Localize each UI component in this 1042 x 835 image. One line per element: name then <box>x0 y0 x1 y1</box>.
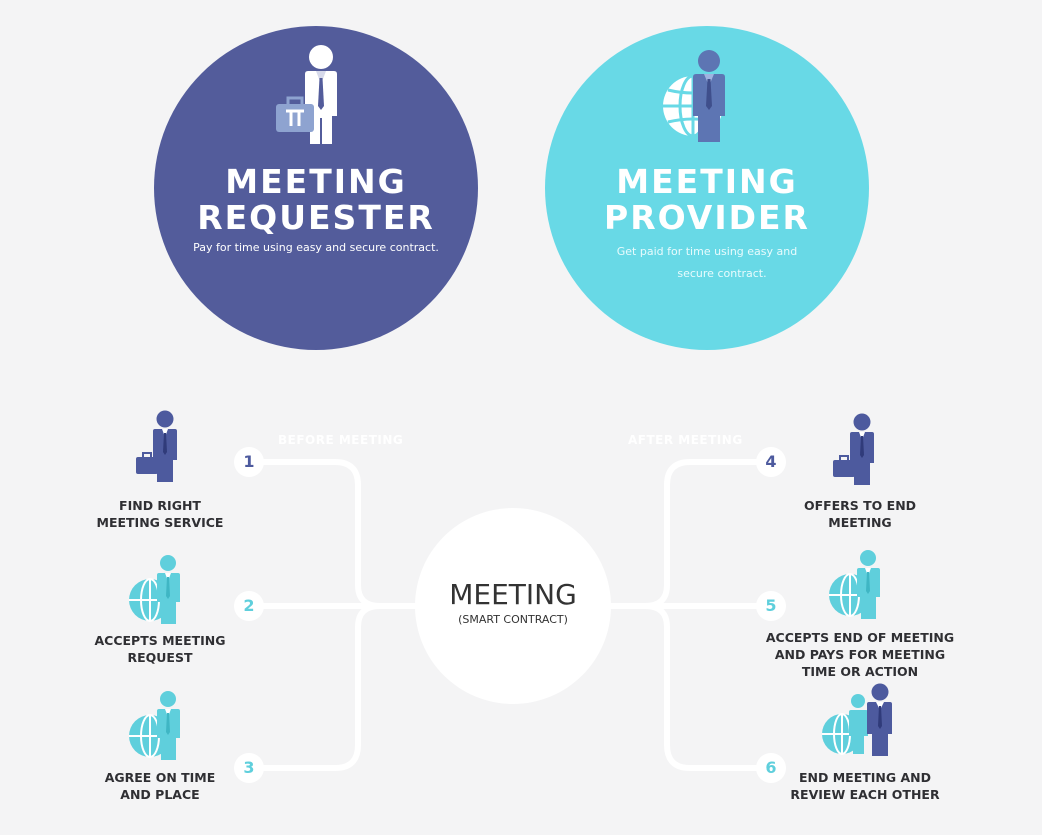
step-label-5-line2: AND PAYS FOR MEETING <box>774 647 946 662</box>
center-subtitle: (SMART CONTRACT) <box>458 613 568 626</box>
step-number-4: 4 <box>756 447 786 477</box>
step-label-4-line1: OFFERS TO END <box>803 498 917 513</box>
requester-description: Pay for time using easy and secure contr… <box>193 241 439 254</box>
step-label-6-line1: END MEETING AND <box>798 770 931 785</box>
step-label-5-line3: TIME OR ACTION <box>801 664 919 679</box>
provider-description-line1: Get paid for time using easy and <box>616 245 798 258</box>
step-label-3-line2: AND PLACE <box>120 787 200 802</box>
step-label-2-line2: REQUEST <box>127 650 193 665</box>
businessman-globe-icon <box>663 50 725 142</box>
requester-title-line1: MEETING <box>225 162 407 201</box>
step-label-5-line1: ACCEPTS END OF MEETING <box>765 630 955 645</box>
two-businessmen-icon <box>822 683 892 756</box>
businessman-globe-icon <box>129 555 180 624</box>
step-label-5: ACCEPTS END OF MEETING AND PAYS FOR MEET… <box>755 629 965 680</box>
step-label-2-line1: ACCEPTS MEETING <box>94 633 226 648</box>
businessman-briefcase-icon <box>276 45 337 144</box>
step-label-6-line2: REVIEW EACH OTHER <box>790 787 940 802</box>
provider-title-line1: MEETING <box>616 162 798 201</box>
requester-title-line2: REQUESTER <box>197 198 435 237</box>
step-number-5: 5 <box>756 591 786 621</box>
center-title: MEETING <box>449 578 577 611</box>
step-label-4: OFFERS TO END MEETING <box>780 497 940 531</box>
step-label-3-line1: AGREE ON TIME <box>104 770 216 785</box>
step-number-2: 2 <box>234 591 264 621</box>
step-label-1-line2: MEETING SERVICE <box>96 515 224 530</box>
step-number-3: 3 <box>234 753 264 783</box>
step-label-4-line2: MEETING <box>828 515 892 530</box>
phase-label-before: BEFORE MEETING <box>278 433 404 447</box>
step-number-1: 1 <box>234 447 264 477</box>
step-label-3: AGREE ON TIME AND PLACE <box>80 769 240 803</box>
phase-label-after: AFTER MEETING <box>628 433 743 447</box>
businessman-briefcase-icon <box>833 413 874 485</box>
provider-description-line2: secure contract. <box>677 267 767 280</box>
step-label-2: ACCEPTS MEETING REQUEST <box>80 632 240 666</box>
step-label-1-line1: FIND RIGHT <box>119 498 201 513</box>
step-label-6: END MEETING AND REVIEW EACH OTHER <box>780 769 950 803</box>
requester-circle: MEETING REQUESTER Pay for time using eas… <box>154 26 478 350</box>
step-label-1: FIND RIGHT MEETING SERVICE <box>80 497 240 531</box>
step-number-6: 6 <box>756 753 786 783</box>
businessman-globe-icon <box>829 550 880 619</box>
provider-title-line2: PROVIDER <box>604 198 810 237</box>
meeting-smart-contract-node: MEETING (SMART CONTRACT) <box>415 508 611 704</box>
provider-circle: MEETING PROVIDER Get paid for time using… <box>545 26 869 350</box>
businessman-briefcase-icon <box>136 410 177 482</box>
businessman-globe-icon <box>129 691 180 760</box>
